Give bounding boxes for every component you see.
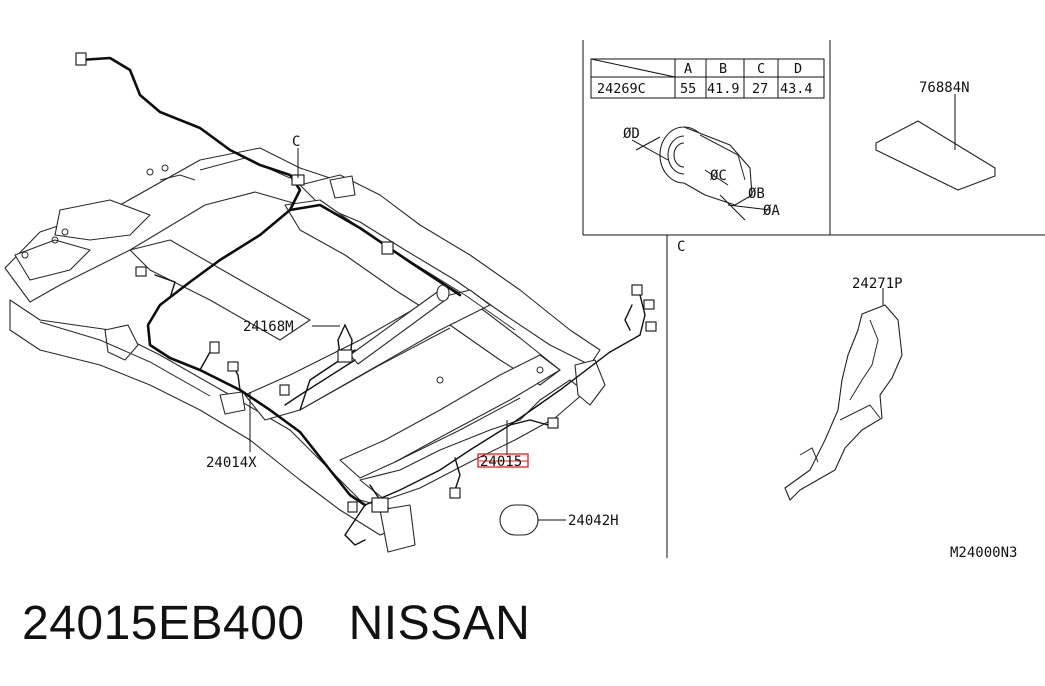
table-value-d: 43.4	[780, 81, 813, 97]
connector	[337, 349, 353, 363]
table-value-a: 55	[680, 81, 696, 97]
callout-24014x[interactable]: 24014X	[206, 455, 257, 471]
grommet-24042h	[499, 504, 539, 536]
brand-name: NISSAN	[348, 597, 531, 650]
inset-frames	[582, 40, 1045, 558]
table-value-b: 41.9	[707, 81, 740, 97]
vehicle-frame	[4, 147, 606, 553]
table-value-c: 27	[752, 81, 768, 97]
dim-b-label: ØB	[748, 186, 765, 202]
table-header-d: D	[794, 61, 802, 77]
part-number: 24015EB400	[22, 597, 305, 650]
connector	[347, 501, 358, 513]
connector	[381, 241, 394, 255]
callout-24168m[interactable]: 24168M	[243, 319, 294, 335]
connector	[227, 361, 239, 372]
table-header-b: B	[719, 61, 727, 77]
callout-76884n[interactable]: 76884N	[919, 80, 970, 96]
connector	[135, 266, 147, 277]
table-part-number: 24269C	[597, 81, 646, 97]
connector	[645, 321, 657, 332]
connector	[279, 384, 290, 396]
connector	[75, 52, 87, 66]
callout-24271p[interactable]: 24271P	[852, 276, 903, 292]
pad-76884n-drawing: 76884N	[875, 80, 996, 191]
caption: 24015EB400 NISSAN	[22, 596, 574, 651]
connector	[209, 341, 220, 354]
main-callouts: C 24168M 24014X 24015 24042H	[206, 134, 619, 536]
connector	[547, 417, 559, 429]
dim-a-label: ØA	[763, 203, 780, 219]
protector-24271p-drawing: C 24271P	[677, 239, 903, 501]
view-c-title: C	[677, 239, 685, 255]
connector	[449, 487, 461, 499]
connector	[643, 299, 655, 310]
dim-d-label: ØD	[623, 126, 640, 142]
table-header-c: C	[757, 61, 765, 77]
wiring-harness	[75, 52, 657, 546]
callout-c: C	[292, 134, 300, 150]
table-header-a: A	[684, 61, 692, 77]
dimension-table: A B C D 24269C 55 41.9 27 43.4	[590, 58, 825, 99]
callout-24015[interactable]: 24015	[480, 454, 522, 470]
connector	[371, 497, 389, 513]
dim-c-label: ØC	[710, 168, 727, 184]
connector	[631, 284, 643, 296]
callout-24042h[interactable]: 24042H	[568, 513, 619, 529]
grommet-24269c-drawing: ØD ØC ØB ØA	[623, 126, 780, 221]
diagram-code: M24000N3	[950, 545, 1017, 561]
